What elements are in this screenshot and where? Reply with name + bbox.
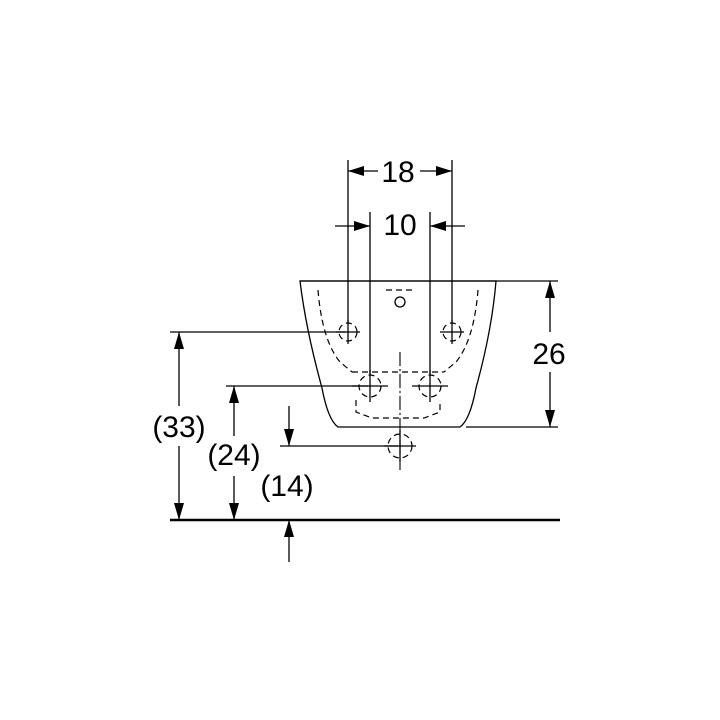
dimension-label-10: 10 — [383, 209, 416, 242]
dimension-label-26: 26 — [532, 338, 565, 371]
bidet-outline — [299, 280, 497, 428]
hidden-inner-bowl — [317, 289, 479, 419]
dimension-label-18: 18 — [381, 156, 414, 189]
dimension-height-upper — [170, 331, 346, 520]
dimension-height-middle — [226, 385, 368, 520]
lower-connection-hole-right — [412, 370, 448, 402]
dimension-label-14: (14) — [260, 470, 313, 503]
dimension-label-24: (24) — [207, 439, 260, 472]
dimension-bowl-height — [466, 280, 558, 428]
dimension-spacing-outer — [347, 160, 453, 322]
upper-fixing-hole-right — [440, 320, 464, 344]
dimension-height-lower — [280, 406, 398, 562]
dimension-spacing-inner — [335, 212, 465, 374]
dimension-label-33: (33) — [152, 411, 205, 444]
overflow-hole — [394, 296, 406, 308]
